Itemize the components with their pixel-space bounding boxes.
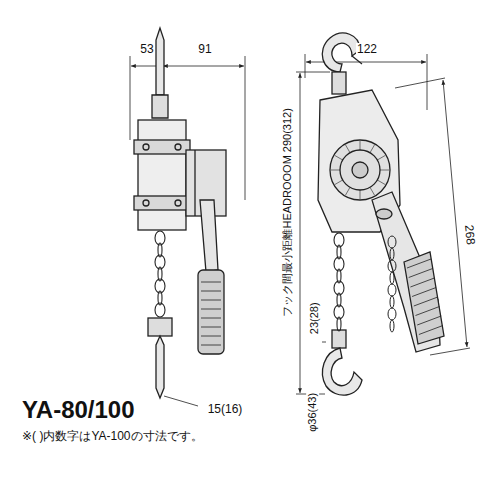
dimension-label: 268	[461, 223, 477, 246]
bottom-hook-side	[156, 336, 164, 398]
hoist-body	[318, 90, 400, 232]
top-hook-side	[156, 28, 164, 95]
caption-note: ※( )内数字はYA-100の寸法です。	[22, 430, 203, 444]
dimension-label: 23(28)	[308, 301, 321, 335]
lever-grip-right	[404, 252, 444, 344]
bottom-block	[148, 318, 172, 336]
dimension-label: 91	[197, 43, 212, 57]
top-hook	[322, 33, 360, 72]
dimension-label: φ36(43)	[306, 392, 319, 433]
lever-side	[200, 200, 218, 272]
dimension-label: 122	[356, 43, 378, 57]
model-title: YA-80/100	[22, 396, 135, 424]
hoist-body-side	[138, 120, 186, 230]
dimension-lines-right	[296, 54, 470, 394]
dimension-label: 53	[139, 43, 154, 57]
bottom-hook	[322, 348, 362, 395]
lever-grip	[198, 270, 224, 354]
dimension-label: 15(16)	[207, 403, 244, 417]
gear-cover	[330, 140, 390, 200]
dimension-label: フック間最小距離HEADROOOM 290(312)	[281, 107, 294, 317]
